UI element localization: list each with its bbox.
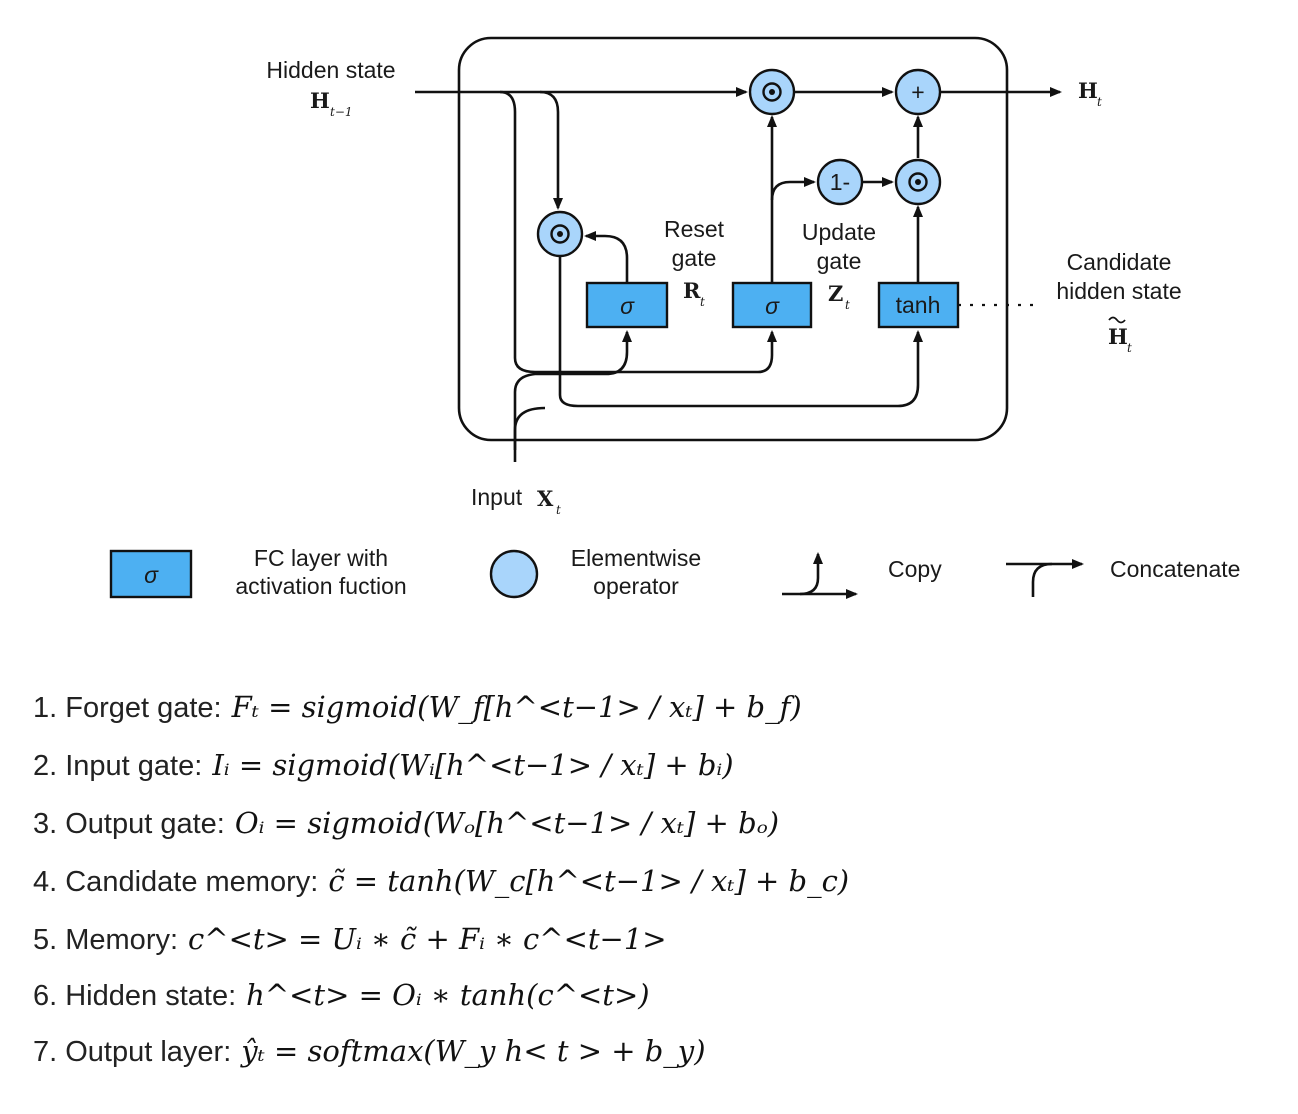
gru-cell-frame	[457, 36, 1009, 442]
tanh-box: tanh	[877, 281, 960, 329]
legend-fc-line2: activation fuction	[235, 573, 406, 599]
legend-copy-icon	[782, 552, 858, 599]
input-sub: t	[556, 503, 561, 517]
update-symbol: Z	[828, 281, 843, 306]
equation-input-gate: 2. Input gate: Iᵢ = sigmoid(Wᵢ[h^<t−1> /…	[33, 748, 849, 806]
legend-concat-icon	[1006, 559, 1084, 597]
candidate-sub: t	[1127, 341, 1132, 355]
equation-formula: Fₜ = sigmoid(W_f[h^<t−1> / xₜ] + b_f)	[231, 690, 802, 724]
reset-sigma-box: σ	[585, 281, 669, 329]
equation-label: 3. Output gate:	[33, 808, 225, 840]
wires	[415, 87, 1062, 462]
equation-formula: ŷₜ = softmax(W_y h< t > + b_y)	[241, 1034, 706, 1068]
legend-copy-label: Copy	[888, 556, 942, 582]
equation-candidate-memory: 4. Candidate memory: c̃ = tanh(W_c[h^<t−…	[33, 864, 849, 922]
update-gate-line2: gate	[817, 248, 862, 274]
legend-elementwise-line1: Elementwise	[571, 545, 701, 571]
update-sigma-box: σ	[731, 281, 813, 329]
equation-list: 1. Forget gate: Fₜ = sigmoid(W_f[h^<t−1>…	[33, 690, 849, 1090]
mult-reset-operator	[536, 210, 584, 258]
legend-elementwise-icon	[489, 549, 539, 599]
legend: σ FC layer with activation fuction Eleme…	[109, 545, 1240, 599]
update-gate-line1: Update	[802, 219, 876, 245]
legend-fc-icon: σ	[109, 549, 193, 599]
mult-top-operator	[748, 68, 796, 116]
legend-fc-line1: FC layer with	[254, 545, 388, 571]
update-sub: t	[845, 298, 850, 312]
equation-output-gate: 3. Output gate: Oᵢ = sigmoid(Wₒ[h^<t−1> …	[33, 806, 849, 864]
tanh-label: tanh	[896, 292, 941, 318]
input-symbol: X	[537, 486, 554, 511]
mult-update-operator	[894, 158, 942, 206]
equation-hidden-state: 6. Hidden state: h^<t> = Oᵢ ∗ tanh(c^<t>…	[33, 978, 849, 1034]
equation-formula: c^<t> = Uᵢ ∗ c̃ + Fᵢ ∗ c^<t−1>	[188, 922, 667, 956]
reset-gate-line2: gate	[672, 245, 717, 271]
reset-sigma-label: σ	[620, 293, 635, 319]
equation-formula: c̃ = tanh(W_c[h^<t−1> / xₜ] + b_c)	[328, 864, 850, 898]
output-sub: t	[1097, 95, 1102, 109]
hidden-prev-sub: t−1	[330, 105, 353, 119]
output-symbol: H	[1078, 78, 1098, 103]
equation-label: 2. Input gate:	[33, 750, 203, 782]
legend-fc-symbol: σ	[144, 562, 159, 588]
reset-symbol: R	[683, 278, 701, 303]
equation-memory: 5. Memory: c^<t> = Uᵢ ∗ c̃ + Fᵢ ∗ c^<t−1…	[33, 922, 849, 978]
equation-formula: h^<t> = Oᵢ ∗ tanh(c^<t>)	[246, 978, 650, 1012]
update-sigma-label: σ	[765, 293, 780, 319]
reset-gate-line1: Reset	[664, 216, 725, 242]
gru-diagram: + 1- σ σ tanh Hidden state H t−1 H t Res…	[109, 36, 1240, 599]
equation-forget-gate: 1. Forget gate: Fₜ = sigmoid(W_f[h^<t−1>…	[33, 690, 849, 748]
equation-label: 6. Hidden state:	[33, 980, 237, 1012]
candidate-line1: Candidate	[1067, 249, 1172, 275]
equation-output-layer: 7. Output layer: ŷₜ = softmax(W_y h< t >…	[33, 1034, 849, 1090]
equation-formula: Iᵢ = sigmoid(Wᵢ[h^<t−1> / xₜ] + bᵢ)	[212, 748, 734, 782]
reset-sub: t	[700, 295, 705, 309]
legend-concat-label: Concatenate	[1110, 556, 1240, 582]
equation-label: 7. Output layer:	[33, 1036, 232, 1068]
hidden-state-label: Hidden state	[266, 57, 395, 83]
equation-formula: Oᵢ = sigmoid(Wₒ[h^<t−1> / xₜ] + bₒ)	[234, 806, 780, 840]
input-label: Input	[471, 484, 523, 510]
plus-operator: +	[894, 68, 942, 116]
equation-label: 5. Memory:	[33, 924, 179, 956]
legend-elementwise-line2: operator	[593, 573, 679, 599]
one-minus-label: 1-	[830, 169, 850, 195]
hidden-prev-symbol: H	[310, 88, 330, 113]
candidate-line2: hidden state	[1056, 278, 1181, 304]
plus-operator-label: +	[911, 79, 924, 105]
one-minus-operator: 1-	[816, 158, 864, 206]
candidate-symbol: H	[1108, 324, 1128, 349]
equation-label: 1. Forget gate:	[33, 692, 222, 724]
equation-label: 4. Candidate memory:	[33, 866, 319, 898]
candidate-tilde	[1108, 316, 1126, 324]
